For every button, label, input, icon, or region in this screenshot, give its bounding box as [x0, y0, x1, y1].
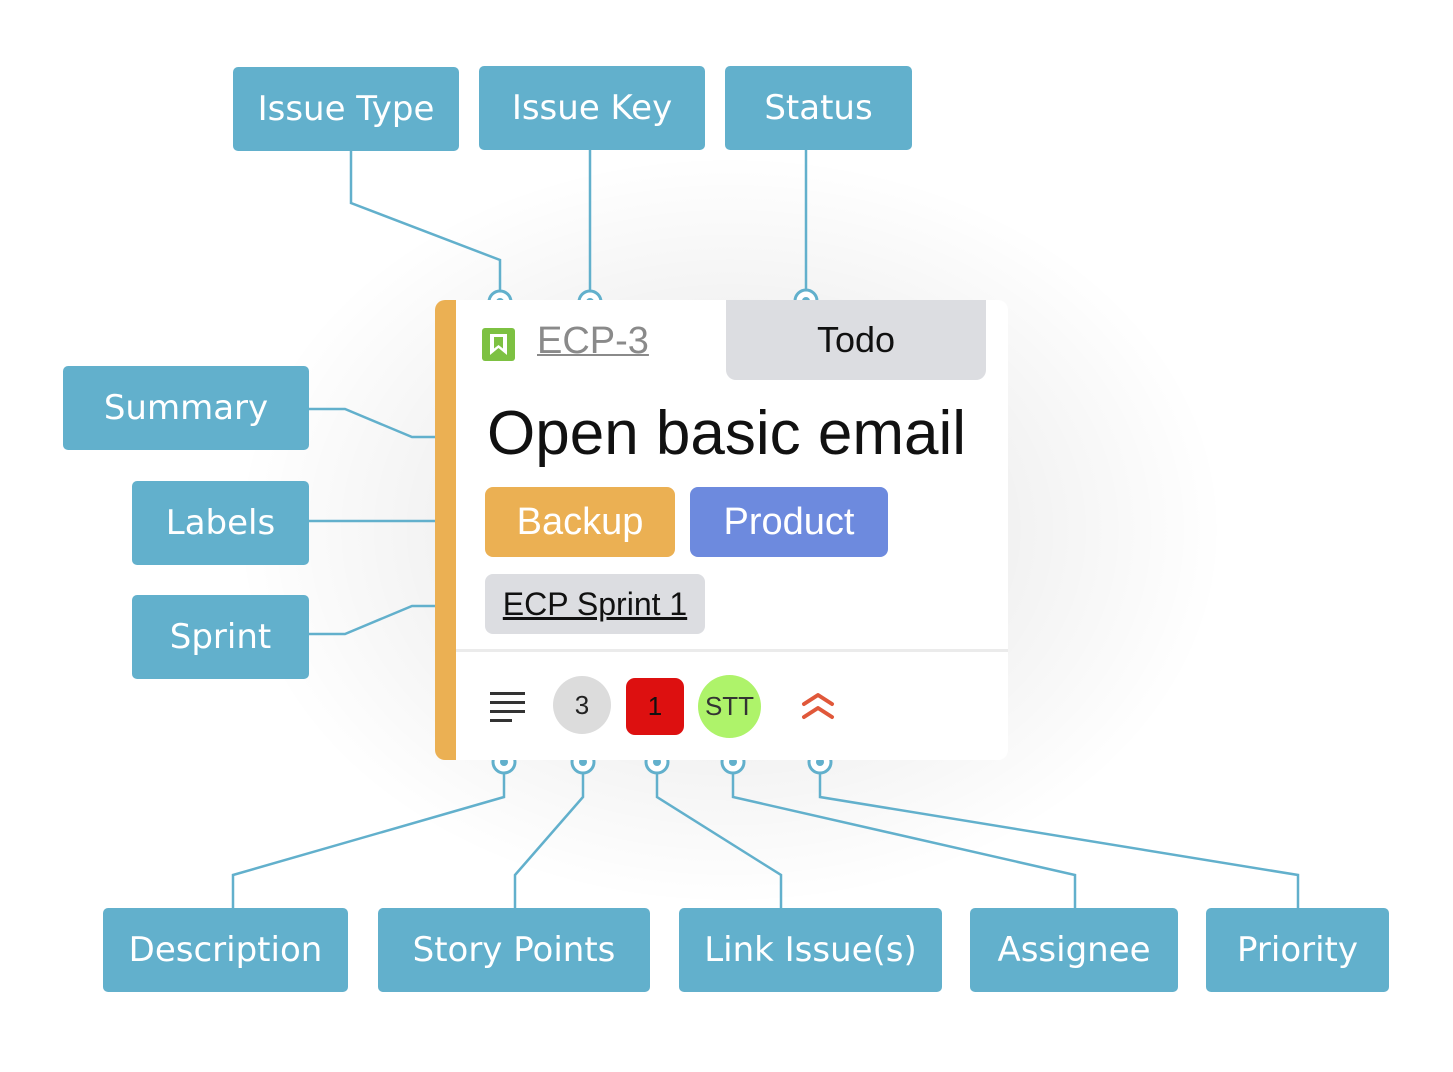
- bookmark-icon: [482, 328, 515, 361]
- annotation-status: Status: [725, 66, 912, 150]
- assignee-avatar[interactable]: STT: [698, 675, 761, 738]
- annotation-sprint: Sprint: [132, 595, 309, 679]
- label-chip: Product: [690, 487, 888, 557]
- issue-card[interactable]: ECP-3 Todo Open basic email Backup Produ…: [435, 300, 1008, 760]
- annotation-story-points: Story Points: [378, 908, 650, 992]
- sprint-link[interactable]: ECP Sprint 1: [485, 574, 705, 634]
- annotation-issue-type: Issue Type: [233, 67, 459, 151]
- issue-summary: Open basic email: [487, 399, 967, 468]
- annotation-description: Description: [103, 908, 348, 992]
- card-color-stripe: [435, 300, 456, 760]
- annotation-priority: Priority: [1206, 908, 1389, 992]
- annotation-issue-key: Issue Key: [479, 66, 705, 150]
- issue-key-link[interactable]: ECP-3: [537, 320, 649, 362]
- linked-issues-badge[interactable]: 1: [626, 678, 684, 735]
- label-chip: Backup: [485, 487, 675, 557]
- card-divider: [456, 649, 1008, 652]
- annotation-labels: Labels: [132, 481, 309, 565]
- status-badge[interactable]: Todo: [726, 300, 986, 380]
- story-points-badge[interactable]: 3: [553, 676, 611, 734]
- annotation-link-issues: Link Issue(s): [679, 908, 942, 992]
- description-lines-icon[interactable]: [490, 692, 525, 727]
- annotation-summary: Summary: [63, 366, 309, 450]
- annotation-assignee: Assignee: [970, 908, 1178, 992]
- double-chevron-up-icon[interactable]: [801, 692, 835, 725]
